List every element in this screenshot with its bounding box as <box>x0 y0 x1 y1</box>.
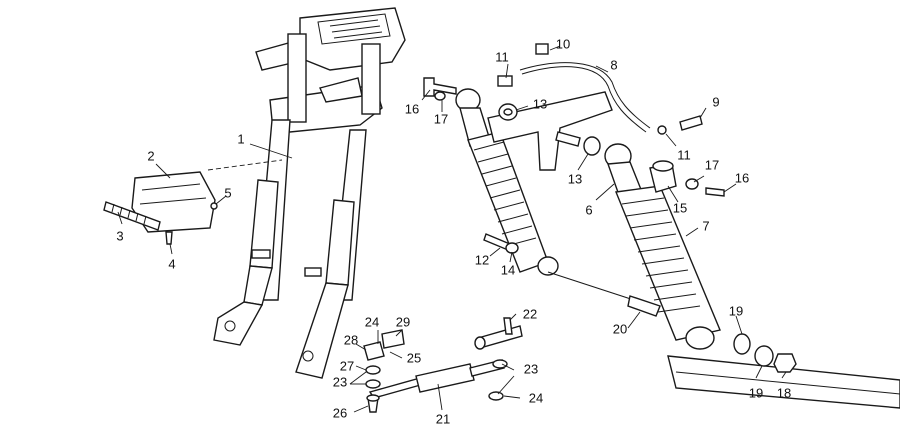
callout-17b: 17 <box>704 157 720 173</box>
callout-13a: 13 <box>532 96 548 112</box>
swingarm <box>667 355 900 409</box>
screw <box>210 202 218 210</box>
brake-line <box>519 62 651 129</box>
callout-17a: 17 <box>433 111 449 127</box>
leader-lines <box>117 45 787 413</box>
callout-13b: 13 <box>567 171 583 187</box>
plate-bracket <box>131 171 216 233</box>
callout-20: 20 <box>612 321 628 337</box>
callout-7: 7 <box>702 218 710 234</box>
callout-19b: 19 <box>748 385 764 401</box>
callout-10: 10 <box>555 36 571 52</box>
frame-bracket <box>487 91 900 409</box>
shock-absorber-right <box>604 143 721 350</box>
callout-29: 29 <box>395 314 411 330</box>
callout-1: 1 <box>237 131 245 147</box>
callout-16b: 16 <box>734 170 750 186</box>
callout-4: 4 <box>168 256 176 272</box>
callout-6: 6 <box>585 202 593 218</box>
callout-3: 3 <box>116 228 124 244</box>
callout-11b: 11 <box>677 147 691 163</box>
callout-19a: 19 <box>728 303 744 319</box>
shock-absorber-left <box>455 88 559 276</box>
callout-9: 9 <box>712 94 720 110</box>
callout-11a: 11 <box>495 49 509 65</box>
callout-25: 25 <box>406 350 422 366</box>
callout-14: 14 <box>500 262 516 278</box>
callout-5: 5 <box>224 185 232 201</box>
callout-21: 21 <box>435 411 451 426</box>
hardware <box>423 77 797 373</box>
spring <box>103 201 161 231</box>
plate-bracket-group <box>103 171 218 245</box>
callout-26: 26 <box>332 405 348 421</box>
fork-slider-right <box>295 282 349 379</box>
fork-slider-left <box>213 301 264 346</box>
callout-18: 18 <box>776 385 792 401</box>
callout-28: 28 <box>343 332 359 348</box>
callout-24b: 24 <box>528 390 544 406</box>
callout-15: 15 <box>672 200 688 216</box>
callout-23a: 23 <box>332 374 348 390</box>
callout-12: 12 <box>474 252 490 268</box>
callout-27: 27 <box>339 358 355 374</box>
steering-damper <box>363 317 523 413</box>
upper-crown <box>299 7 406 71</box>
callout-2: 2 <box>147 148 155 164</box>
callout-8: 8 <box>610 57 618 73</box>
callout-22: 22 <box>522 306 538 322</box>
callout-24a: 24 <box>364 314 380 330</box>
callout-16a: 16 <box>404 101 420 117</box>
front-fork <box>213 7 406 379</box>
callout-23b: 23 <box>523 361 539 377</box>
